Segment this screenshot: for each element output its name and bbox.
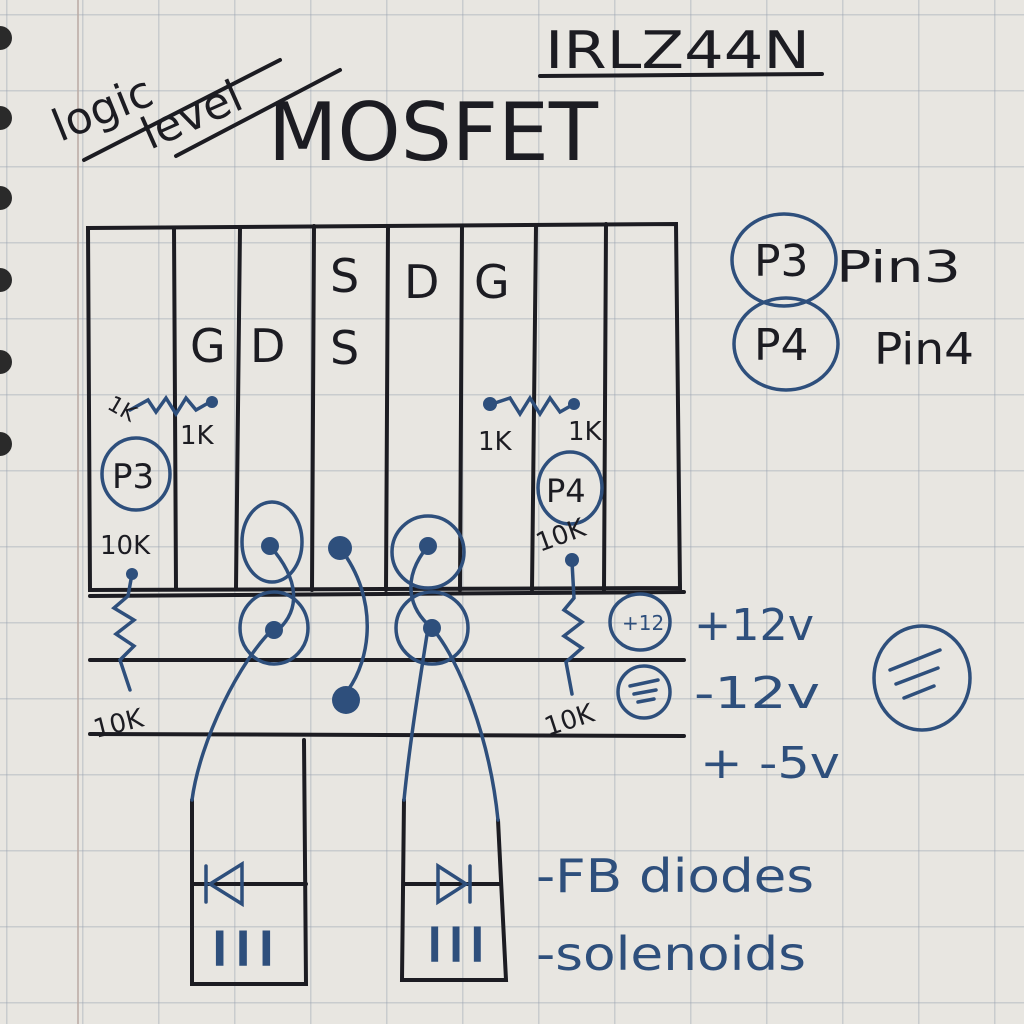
pad-right-res-end: [568, 398, 580, 410]
diode-left: [204, 860, 244, 908]
board-p3-label: P3: [112, 457, 154, 497]
rail2-label: -12v: [694, 668, 820, 719]
big-ground-circle: [872, 624, 972, 732]
resistor-label-left-10k-bottom: 10K: [90, 703, 147, 744]
left-pulldown-resistor: [111, 572, 138, 692]
p4-board-circle: [536, 450, 604, 526]
pad-mosfet2-drain: [419, 537, 437, 555]
solenoid-left-coil: lll: [208, 923, 278, 977]
pad-ground-jumper: [332, 686, 360, 714]
legend-p4-circle: [732, 296, 840, 392]
mosfet2-drain-rail-circle: [394, 590, 470, 666]
pad-mosfet1-drain: [261, 537, 279, 555]
diode-right: [436, 862, 472, 906]
legend-p3-meaning: Pin3: [836, 242, 961, 293]
left-gate-resistor: [128, 394, 212, 418]
mosfet2-pin-s: S: [330, 249, 359, 303]
diodes-label: -FB diodes: [536, 849, 814, 903]
right-gate-resistor: [490, 394, 576, 418]
part-number: IRLZ44N: [545, 21, 810, 81]
plus12-rail-circle: [608, 592, 672, 652]
subtitle-level: level: [134, 71, 250, 160]
legend-p4-meaning: Pin4: [874, 324, 974, 375]
mosfet1-drain-circle: [240, 500, 304, 584]
rail1-symbol: +12: [622, 611, 664, 635]
p3-board-circle: [100, 436, 172, 512]
board-p4-label: P4: [546, 472, 586, 510]
pad-mosfet1-rail: [265, 621, 283, 639]
pad-left-pulldown: [126, 568, 138, 580]
mosfet2-drain-circle: [390, 514, 466, 590]
resistor-label-right-1: 1K: [478, 427, 513, 457]
mosfet2-pin-d: D: [404, 255, 439, 309]
resistor-label-right-10k-top: 10K: [532, 513, 590, 559]
rail3-label: + -5v: [700, 738, 840, 789]
pad-left-res-end: [206, 396, 218, 408]
ground-rail-circle: [616, 664, 672, 720]
resistor-label-left-2: 1K: [180, 421, 215, 451]
mosfet2-pin-g: G: [474, 255, 510, 309]
pad-right-res-start: [483, 397, 497, 411]
rail1-label: +12v: [694, 600, 814, 651]
mosfet1-pin-d: D: [250, 319, 285, 373]
right-pulldown-resistor: [561, 560, 585, 696]
resistor-label-left-1: 1K: [103, 392, 141, 428]
pad-mosfet2-source: [328, 536, 352, 560]
resistor-label-left-10k-top: 10K: [100, 531, 151, 561]
legend-p3-symbol: P3: [754, 236, 809, 287]
resistor-label-right-10k-bottom: 10K: [541, 698, 599, 742]
mosfet1-pin-g: G: [190, 319, 226, 373]
legend-p4-symbol: P4: [754, 320, 809, 371]
page-title: MOSFET: [268, 86, 599, 179]
pad-mosfet2-rail: [423, 619, 441, 637]
mosfet1-drain-rail-circle: [238, 590, 310, 666]
legend-p3-circle: [730, 212, 838, 308]
mosfet1-pin-s: S: [330, 321, 359, 375]
solenoid-right-coil: lll: [424, 919, 488, 973]
resistor-label-right-2: 1K: [568, 417, 603, 447]
solenoids-label: -solenoids: [536, 927, 806, 981]
pad-right-pulldown: [565, 553, 579, 567]
